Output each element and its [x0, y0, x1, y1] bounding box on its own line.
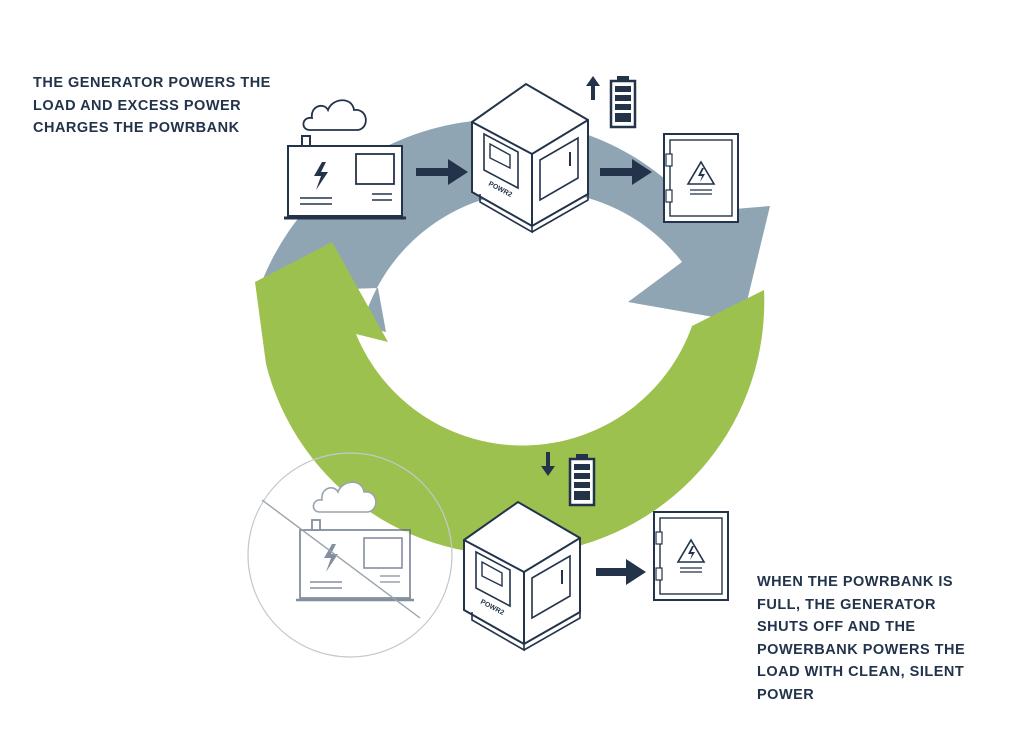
load-panel-icon [663, 133, 739, 223]
caption-line: CHARGES THE POWRBANK [33, 120, 240, 136]
generator-icon [284, 135, 406, 220]
powrbank-icon: POWR2 [471, 82, 589, 234]
generator-off-icon [247, 452, 453, 658]
up-arrow-icon [586, 76, 600, 100]
caption-line: LOAD AND EXCESS POWER [33, 97, 242, 114]
caption-line: SHUTS OFF AND THE [757, 619, 916, 635]
green-cycle-arrow [255, 242, 765, 555]
caption-line: POWER [757, 686, 815, 703]
battery-icon [568, 454, 596, 507]
top-caption: THE GENERATOR POWERS THE LOAD AND EXCESS… [33, 72, 271, 140]
bottom-caption: WHEN THE POWRBANK IS FULL, THE GENERATOR… [757, 571, 965, 706]
cloud-icon [302, 99, 367, 131]
caption-line: FULL, THE GENERATOR [757, 596, 936, 613]
caption-line: POWERBANK POWERS THE [757, 641, 966, 658]
arrow-icon [600, 159, 652, 185]
load-panel-icon [653, 511, 729, 601]
caption-line: THE GENERATOR POWERS THE [33, 75, 271, 91]
caption-line: WHEN THE POWRBANK IS [757, 574, 954, 590]
powrbank-icon: POWR2 [463, 500, 581, 652]
arrow-icon [596, 559, 646, 585]
arrow-icon [416, 159, 468, 185]
battery-icon [609, 76, 637, 129]
caption-line: LOAD WITH CLEAN, SILENT [757, 664, 965, 680]
down-arrow-icon [541, 452, 555, 476]
